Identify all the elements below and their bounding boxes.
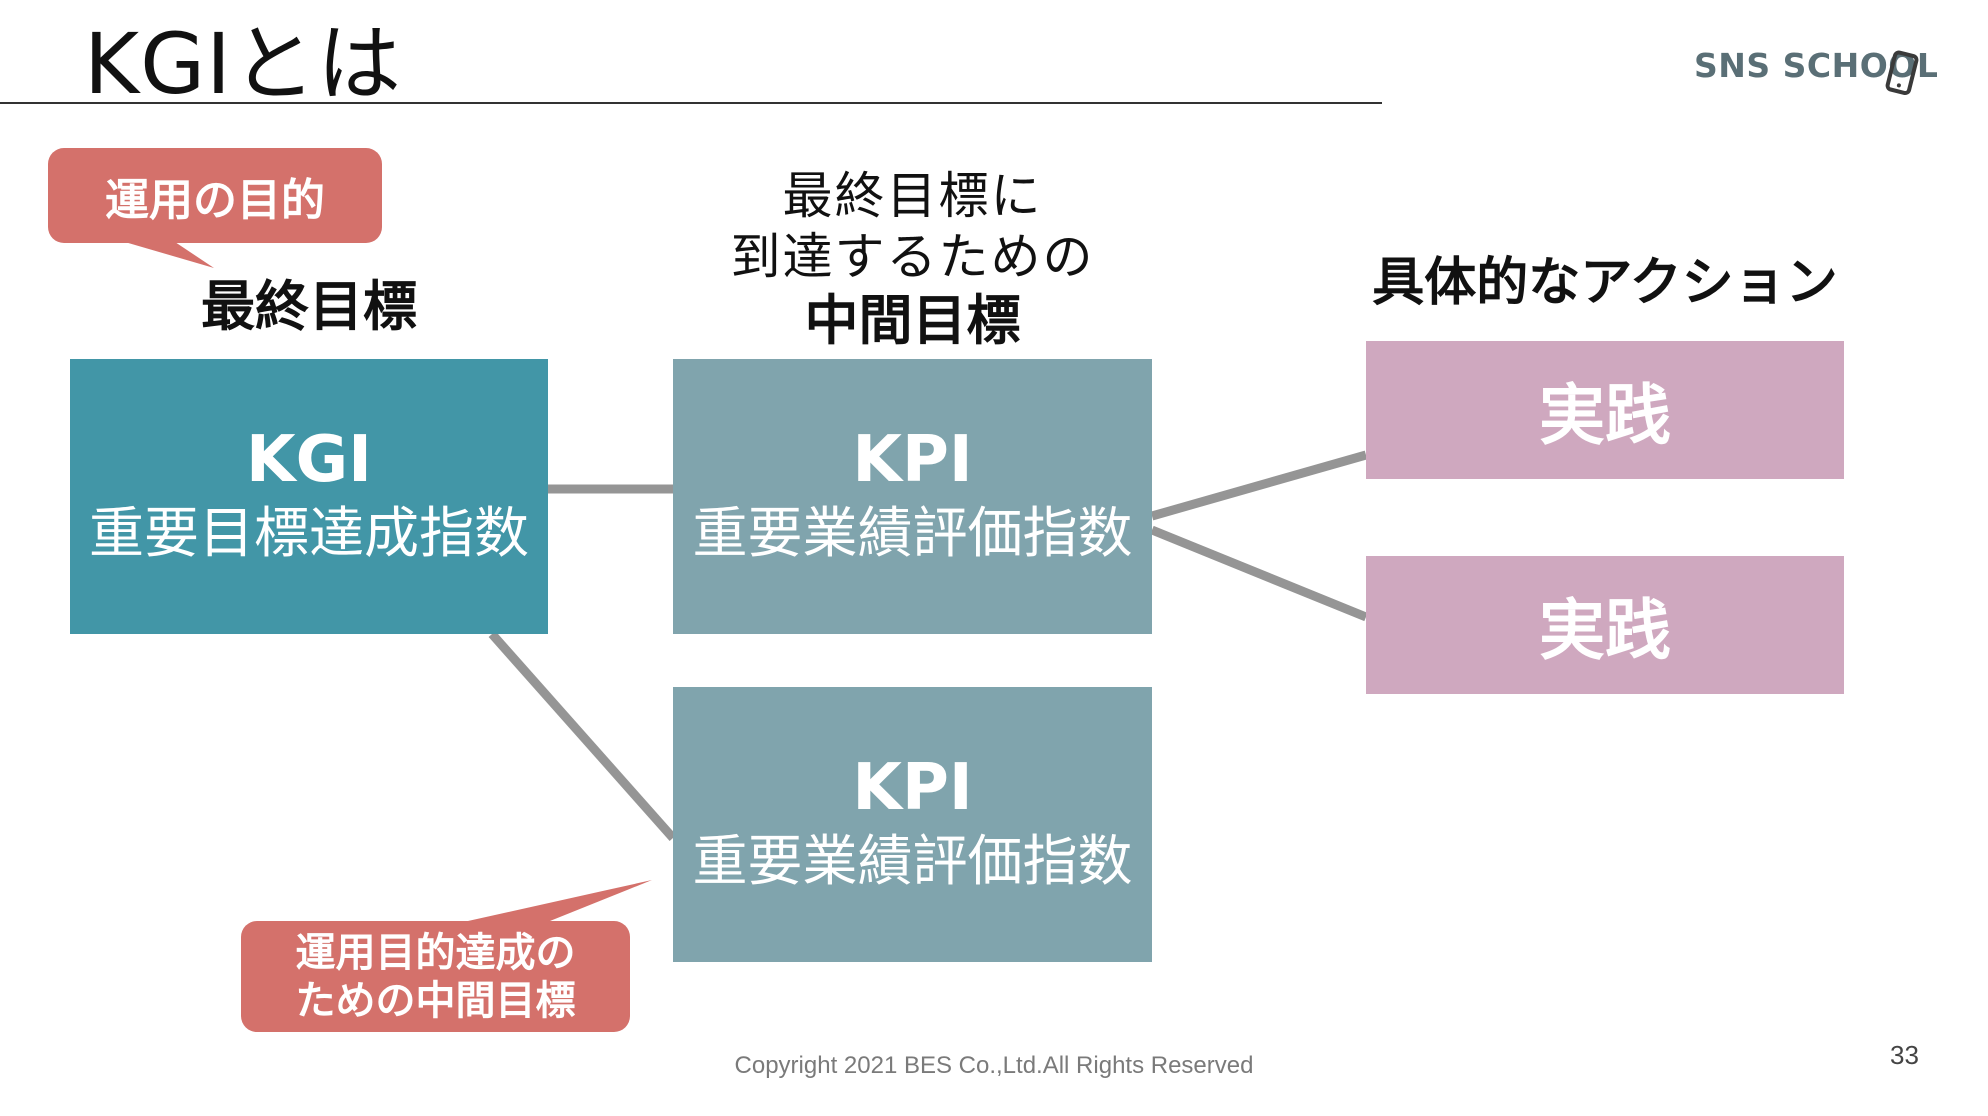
slide-title: KGIとは <box>84 15 402 113</box>
callout-intermediate: 運用目的達成の ための中間目標 <box>241 921 630 1032</box>
kpi-box-2-title: KPI <box>852 750 973 825</box>
kpi-box-1-title: KPI <box>852 422 973 497</box>
kgi-box: KGI 重要目標達成指数 <box>70 359 548 634</box>
kpi-column-label-line3: 中間目標 <box>804 289 1021 352</box>
kpi-box-2-subtitle: 重要業績評価指数 <box>692 829 1133 894</box>
copyright-text: Copyright 2021 BES Co.,Ltd.All Rights Re… <box>734 1052 1254 1079</box>
callout-intermediate-line1: 運用目的達成の <box>295 929 576 976</box>
callout-intermediate-tail <box>450 880 652 925</box>
callout-purpose-tail <box>118 240 214 268</box>
kgi-box-title: KGI <box>246 422 372 497</box>
phone-icon <box>1885 50 1919 96</box>
connector-kgi-kpi2 <box>488 631 677 841</box>
kgi-column-label: 最終目標 <box>201 275 417 338</box>
kpi-box-1-subtitle: 重要業績評価指数 <box>692 501 1133 566</box>
kpi-column-label: 最終目標に 到達するための 中間目標 <box>673 166 1152 354</box>
action-column-label: 具体的なアクション <box>1372 253 1838 313</box>
callout-purpose: 運用の目的 <box>48 148 382 243</box>
action-box-2: 実践 <box>1366 556 1844 694</box>
page-number: 33 <box>1890 1040 1919 1070</box>
connector-kpi1-action1 <box>1150 450 1368 521</box>
title-underline <box>0 102 1382 104</box>
connector-kpi1-action2 <box>1150 525 1368 622</box>
kpi-box-1: KPI 重要業績評価指数 <box>673 359 1152 634</box>
kgi-box-subtitle: 重要目標達成指数 <box>88 501 529 566</box>
callout-intermediate-line2: ための中間目標 <box>295 977 576 1024</box>
kpi-column-label-line1: 最終目標に <box>782 167 1043 225</box>
action-box-1: 実践 <box>1366 341 1844 479</box>
kpi-box-2: KPI 重要業績評価指数 <box>673 687 1152 962</box>
kpi-column-label-line2: 到達するための <box>730 228 1095 286</box>
